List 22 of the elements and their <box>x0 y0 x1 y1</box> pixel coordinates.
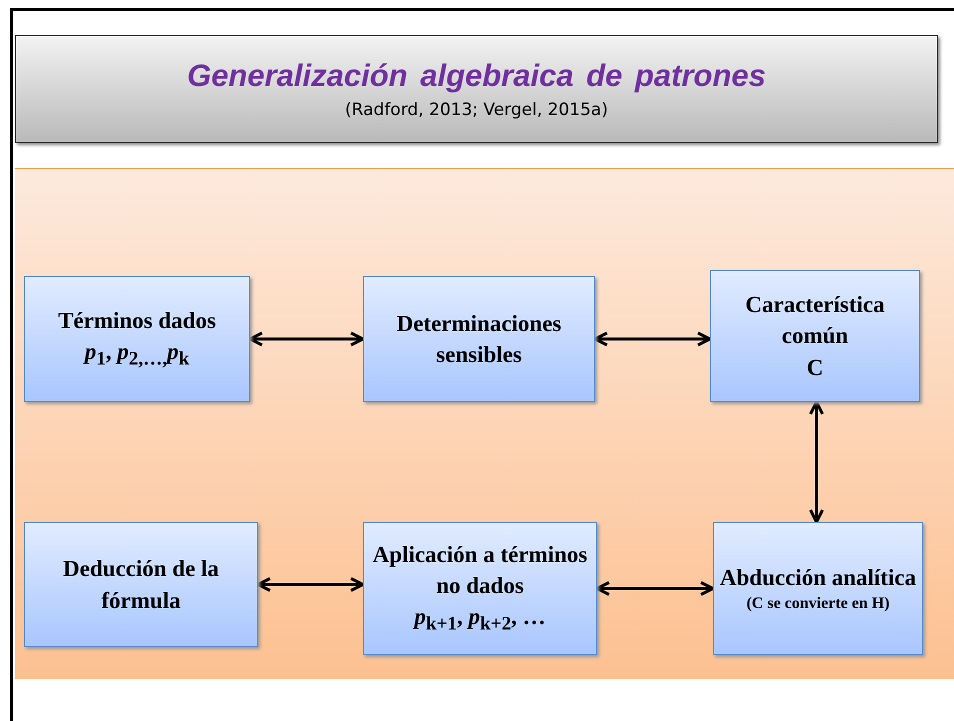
node-text: Deducción de la fórmula <box>62 555 220 614</box>
node-subtext: p$_{1}$, p$_{2,…,}$p$_{k}$ <box>84 338 190 372</box>
node-text: Términos dados <box>58 307 216 336</box>
citation: (Radford, 2013; Vergel, 2015a) <box>344 100 609 120</box>
process-box <box>710 270 920 402</box>
double-arrow <box>256 577 364 592</box>
title: Generalización algebraica de patrones <box>186 58 767 94</box>
double-arrow <box>248 332 364 346</box>
process-box <box>363 276 595 402</box>
process-box <box>24 522 258 647</box>
node-text: Característica común <box>744 291 886 350</box>
node-text: Abducción analítica <box>720 564 916 592</box>
process-box <box>713 522 923 655</box>
node-subtext: p$_{k+1}$, p$_{k+2}$, … <box>414 603 546 637</box>
double-arrow <box>809 400 824 524</box>
double-arrow <box>594 332 712 346</box>
process-box <box>363 522 597 655</box>
node-subtext: (C se convierte en H) <box>746 594 890 614</box>
double-arrow <box>596 581 714 596</box>
process-box <box>24 276 250 402</box>
node-subtext: C <box>806 354 824 382</box>
node-text: Determinaciones sensibles <box>396 310 562 369</box>
